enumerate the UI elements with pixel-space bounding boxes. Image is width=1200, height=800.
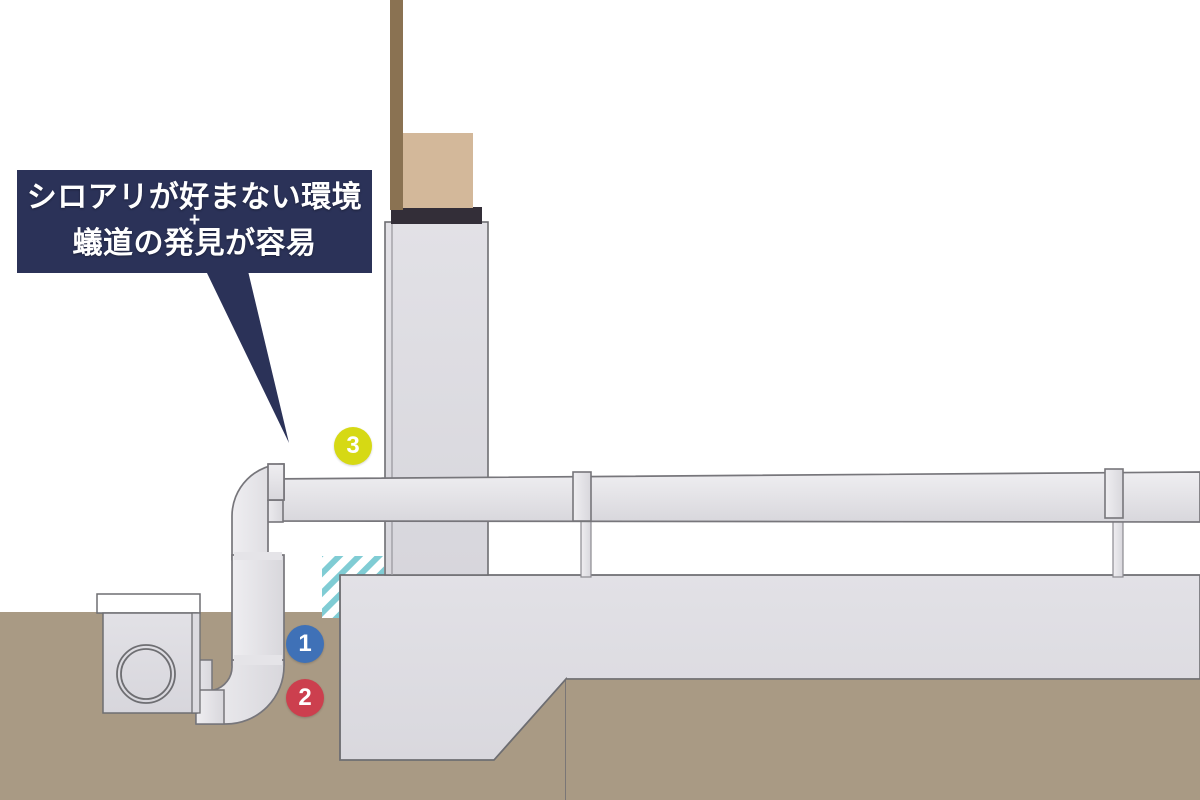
callout-line-1: シロアリが好まない環境 bbox=[26, 181, 363, 215]
black-packing-layer bbox=[391, 207, 482, 224]
callout-pointer bbox=[206, 271, 289, 443]
badge-number-3[interactable]: 3 bbox=[334, 427, 372, 465]
callout-line-2: 蟻道の発見が容易 bbox=[72, 227, 317, 261]
wooden-sill-block bbox=[398, 133, 473, 208]
callout-plus-sign: + bbox=[188, 209, 201, 231]
concrete-foundation bbox=[339, 574, 1200, 800]
callout-box[interactable]: シロアリが好まない環境 + 蟻道の発見が容易 bbox=[17, 170, 372, 273]
pipe-hanger-strap bbox=[580, 514, 1124, 578]
drainage-inspection-box bbox=[96, 593, 201, 714]
badge-number-1[interactable]: 1 bbox=[286, 625, 324, 663]
badge-number-2[interactable]: 2 bbox=[286, 679, 324, 717]
timber-post bbox=[390, 0, 403, 210]
